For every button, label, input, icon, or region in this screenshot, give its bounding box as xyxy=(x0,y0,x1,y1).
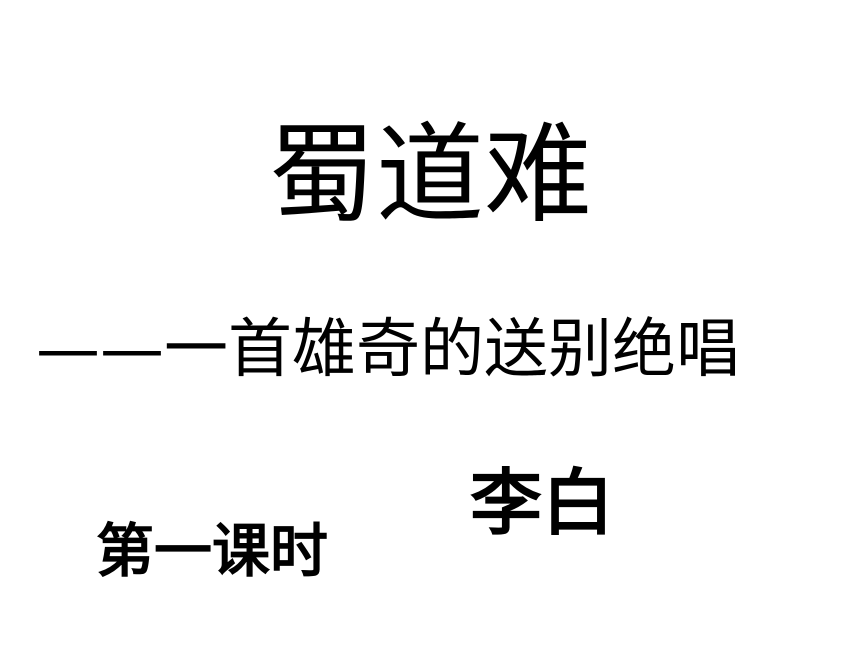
subtitle: ——一首雄奇的送别绝唱 xyxy=(36,313,740,387)
author-name: 李白 xyxy=(470,461,615,545)
lesson-label: 第一课时 xyxy=(96,517,329,585)
page-title: 蜀道难 xyxy=(267,113,592,238)
